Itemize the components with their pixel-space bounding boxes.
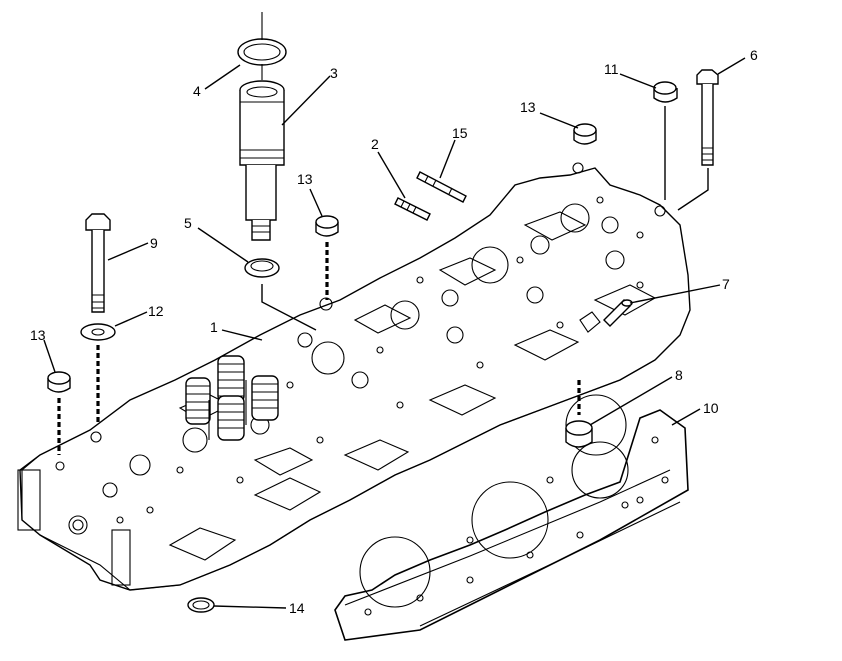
callout-15: 15 [452, 125, 468, 141]
stud-15 [416, 171, 467, 203]
valve-springs [185, 355, 279, 441]
valve-spring [217, 355, 245, 403]
valve-spring [185, 377, 211, 425]
callout-10: 10 [703, 400, 719, 416]
o-ring [237, 38, 287, 66]
valve-spring [251, 375, 279, 421]
callout-13-left: 13 [30, 327, 46, 343]
callout-13-middle: 13 [297, 171, 313, 187]
plug-left [47, 371, 71, 455]
callout-9: 9 [150, 235, 158, 251]
plug-right [573, 123, 597, 145]
callout-4: 4 [193, 83, 201, 99]
bolt-6 [677, 69, 719, 211]
callout-5: 5 [184, 215, 192, 231]
plug-11 [653, 81, 678, 200]
injector-sleeve [239, 12, 285, 241]
valve-spring [217, 395, 245, 441]
callout-12: 12 [148, 303, 164, 319]
bolt-9 [85, 213, 111, 313]
callout-8: 8 [675, 367, 683, 383]
sleeve-seal [244, 258, 317, 331]
cylinder-head [17, 162, 691, 591]
callout-6: 6 [750, 47, 758, 63]
callout-1: 1 [210, 319, 218, 335]
callout-11: 11 [604, 61, 619, 77]
stud-2 [394, 197, 431, 221]
callout-7: 7 [722, 276, 730, 292]
fitting-7 [579, 299, 633, 333]
callout-14: 14 [289, 600, 305, 616]
callout-labels: 1 2 3 4 5 6 7 8 9 10 11 12 13 13 13 14 1… [30, 47, 758, 616]
callout-3: 3 [330, 65, 338, 81]
callout-2: 2 [371, 136, 379, 152]
gasket-bolt-holes [364, 436, 669, 616]
callout-13-right: 13 [520, 99, 536, 115]
head-holes [55, 162, 666, 498]
washer-12 [80, 323, 116, 425]
leader-lines [43, 57, 746, 609]
o-ring-14 [187, 597, 215, 613]
plug-middle [315, 215, 339, 300]
head-gasket [334, 394, 689, 641]
cup-plug-8 [565, 380, 593, 448]
